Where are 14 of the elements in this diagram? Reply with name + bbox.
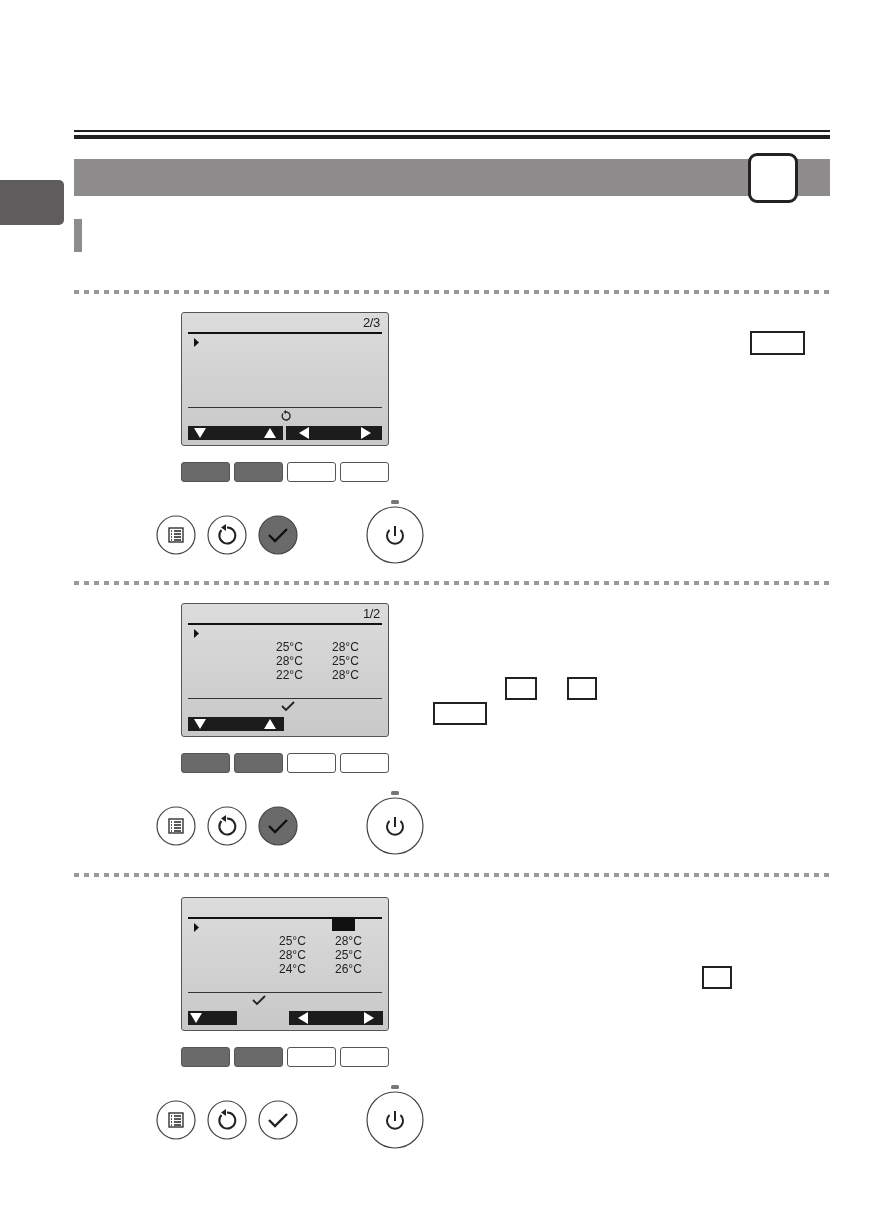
temperature-value: 28°C	[332, 641, 359, 654]
page-number: 1/2	[362, 606, 380, 622]
temperature-value: 28°C	[276, 655, 303, 668]
temperature-value: 28°C	[279, 949, 306, 962]
temperature-value: 24°C	[279, 963, 306, 976]
temperature-value: 25°C	[332, 655, 359, 668]
temperature-value: 25°C	[276, 641, 303, 654]
temperature-value: 26°C	[335, 963, 362, 976]
page-number: 2/3	[362, 315, 380, 331]
temperature-value: 22°C	[276, 669, 303, 682]
temperature-value: 28°C	[335, 935, 362, 948]
temperature-value: 28°C	[332, 669, 359, 682]
temperature-value: 25°C	[279, 935, 306, 948]
temperature-value: 25°C	[335, 949, 362, 962]
